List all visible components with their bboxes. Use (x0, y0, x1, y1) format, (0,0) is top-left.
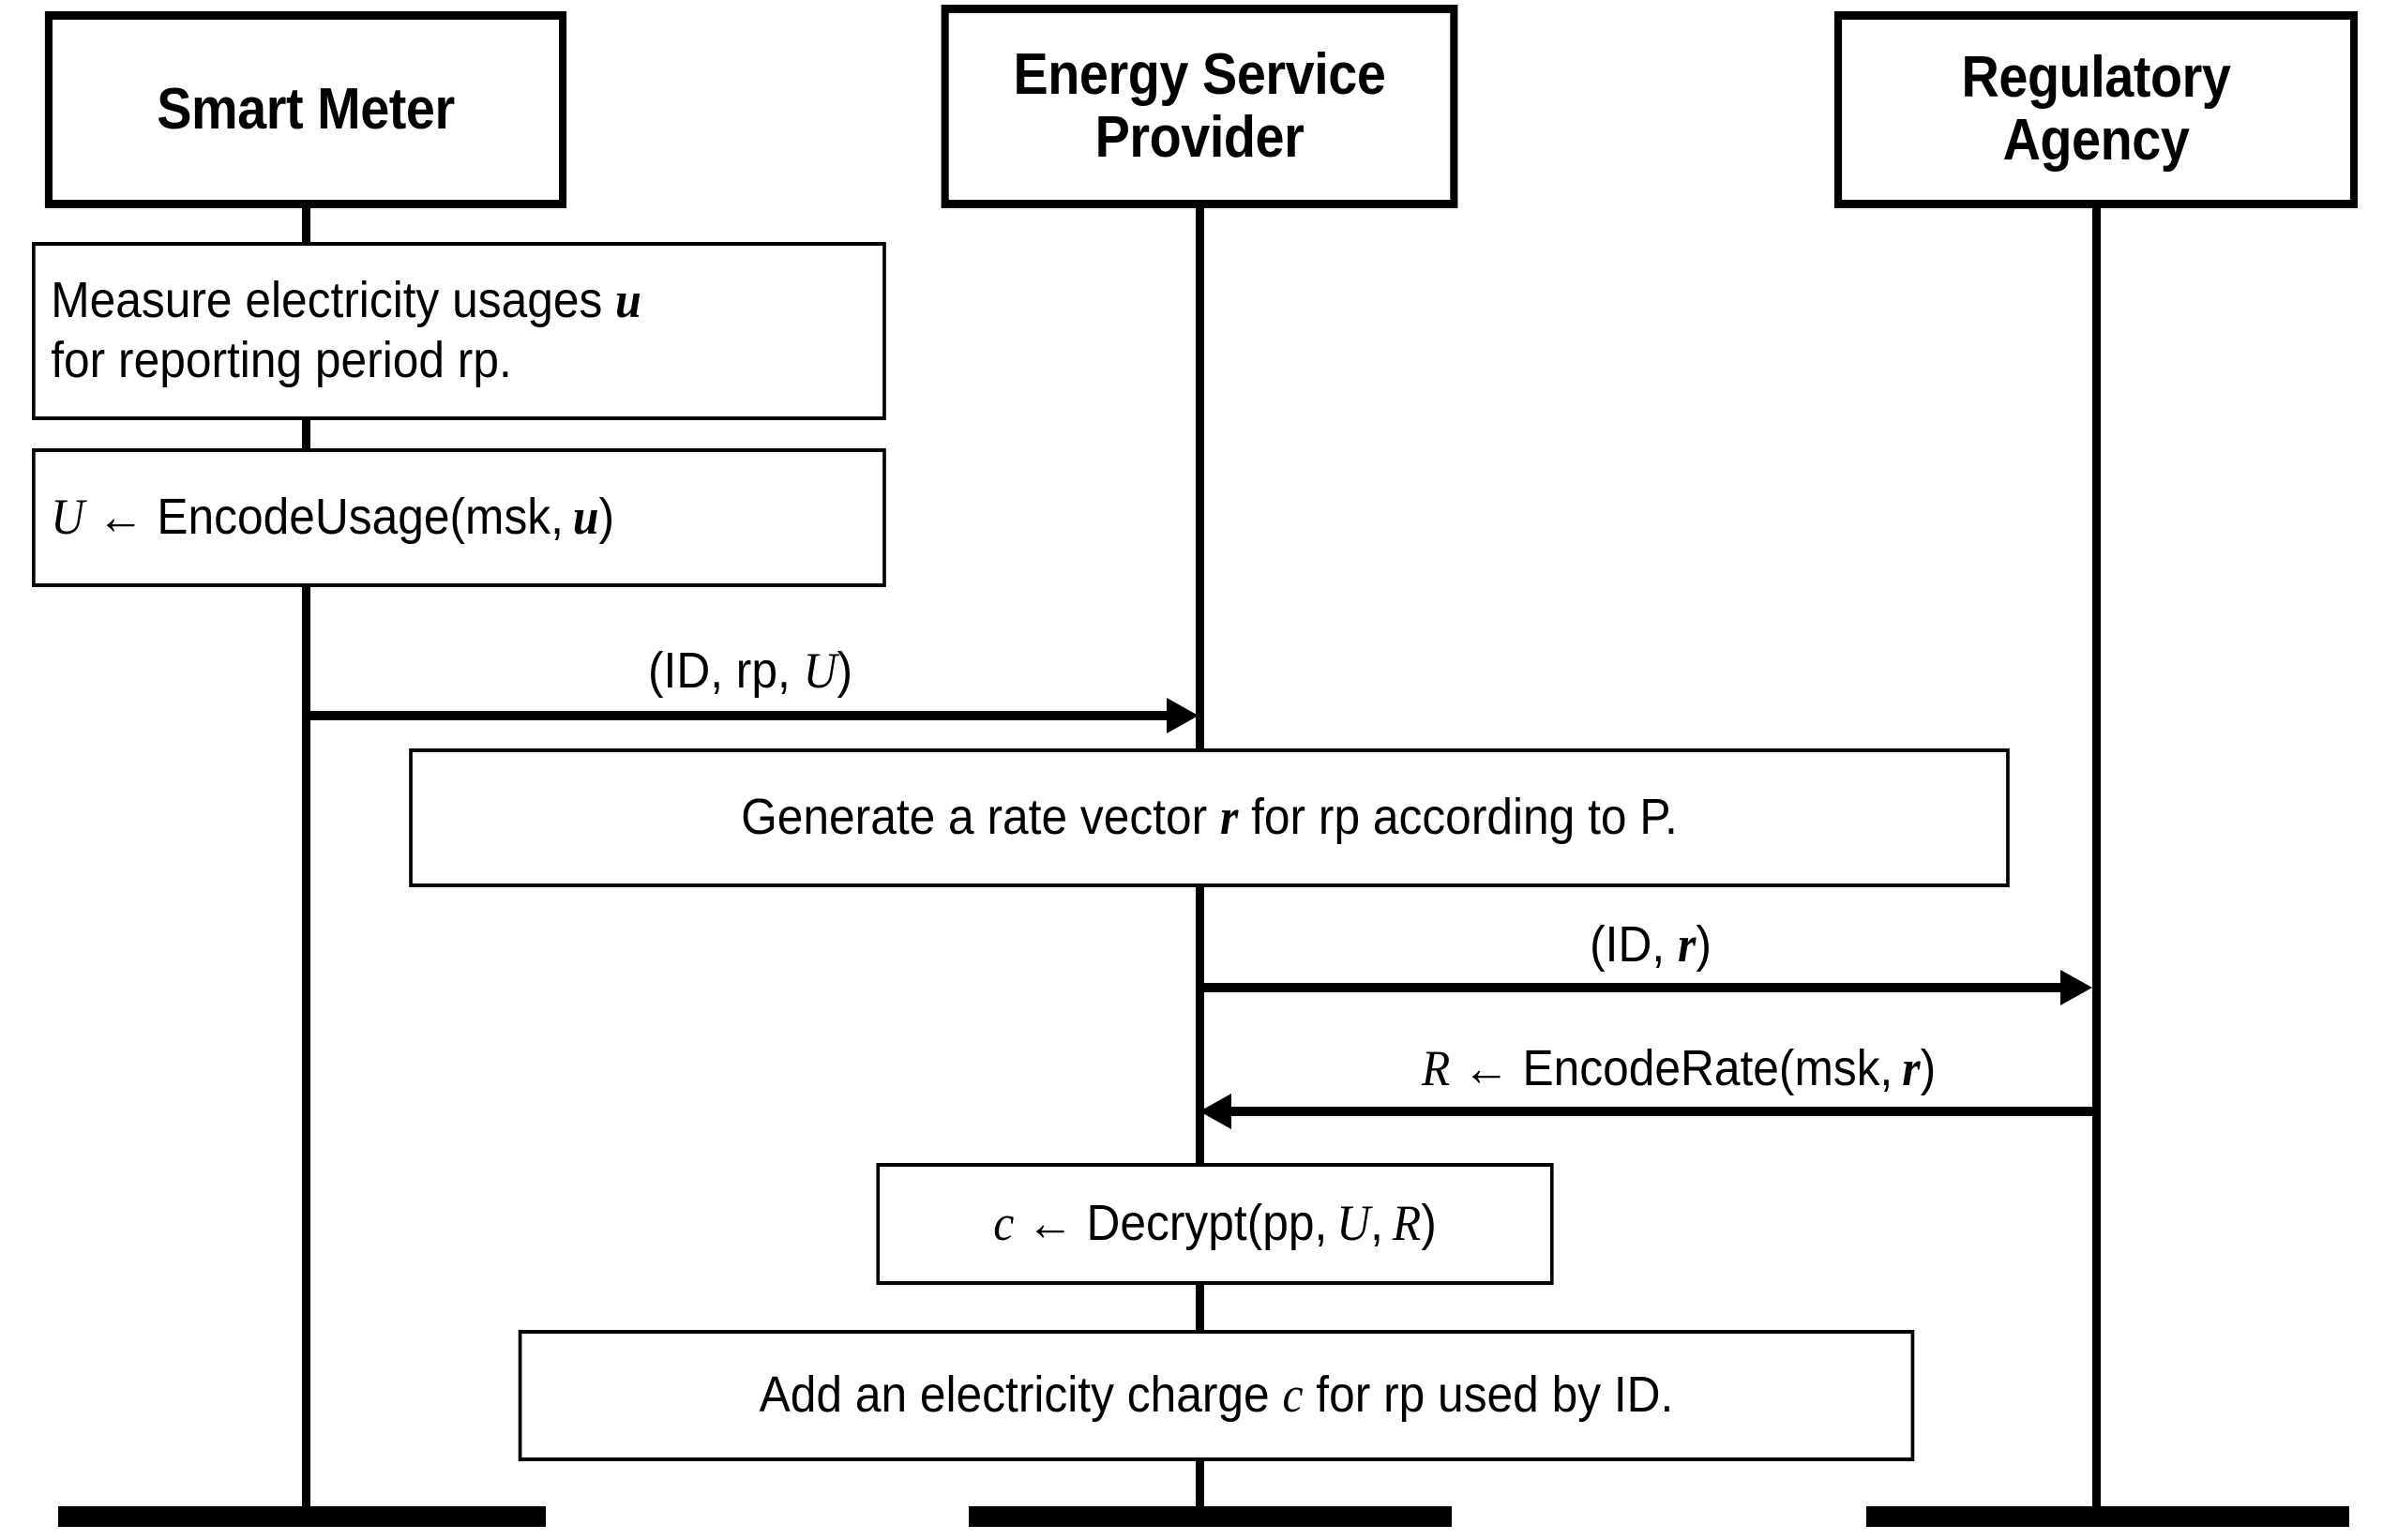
message-label-id-r: (ID, r) (1590, 916, 1712, 973)
message-line-id-rp-u (306, 711, 1169, 720)
activity-text-generate-rate-vector: Generate a rate vector r for rp accordin… (741, 789, 1678, 846)
message-arrowhead-id-rp-u (1167, 698, 1199, 733)
participant-label-smart-meter: Smart Meter (157, 76, 455, 142)
message-line-encode-rate (1231, 1107, 2096, 1116)
terminator-bar-regulatory-agency (1866, 1506, 2349, 1527)
message-label-encode-rate: R ← EncodeRate(msk, r) (1421, 1040, 1937, 1096)
message-line-id-r (1199, 983, 2062, 992)
lifeline-regulatory-agency (2092, 208, 2101, 1506)
message-arrowhead-id-r (2060, 970, 2092, 1005)
activity-box-add-charge[interactable]: Add an electricity charge c for rp used … (518, 1330, 1915, 1461)
terminator-bar-energy-service-provider (969, 1506, 1452, 1527)
activity-text-add-charge: Add an electricity charge c for rp used … (759, 1366, 1674, 1424)
activity-box-decrypt[interactable]: c ← Decrypt(pp, U, R) (876, 1163, 1554, 1285)
activity-box-encode-usage[interactable]: U ← EncodeUsage(msk, u) (32, 448, 886, 587)
terminator-bar-smart-meter (58, 1506, 546, 1527)
activity-text-encode-usage: U ← EncodeUsage(msk, u) (51, 489, 615, 546)
message-arrowhead-encode-rate (1199, 1094, 1231, 1129)
message-label-id-rp-u: (ID, rp, U) (647, 642, 853, 699)
lifeline-smart-meter (302, 208, 310, 1506)
participant-box-smart-meter[interactable]: Smart Meter (44, 11, 567, 208)
activity-text-decrypt: c ← Decrypt(pp, U, R) (993, 1195, 1437, 1252)
activity-box-generate-rate-vector[interactable]: Generate a rate vector r for rp accordin… (409, 748, 2010, 887)
